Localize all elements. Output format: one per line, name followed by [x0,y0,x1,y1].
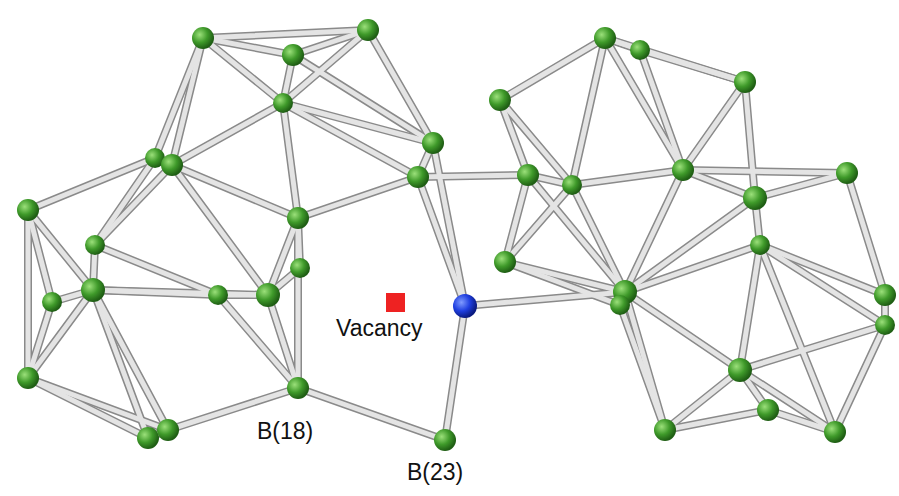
atom-label: B(23) [407,460,463,485]
boron-atoms [17,19,896,451]
atom-label: B(18) [257,419,313,444]
bond-stick [28,30,885,440]
atom-label: Vacancy [336,316,423,341]
substituted-atom [453,294,477,318]
vacancy-marker [386,293,405,312]
bond-outline [28,30,885,440]
